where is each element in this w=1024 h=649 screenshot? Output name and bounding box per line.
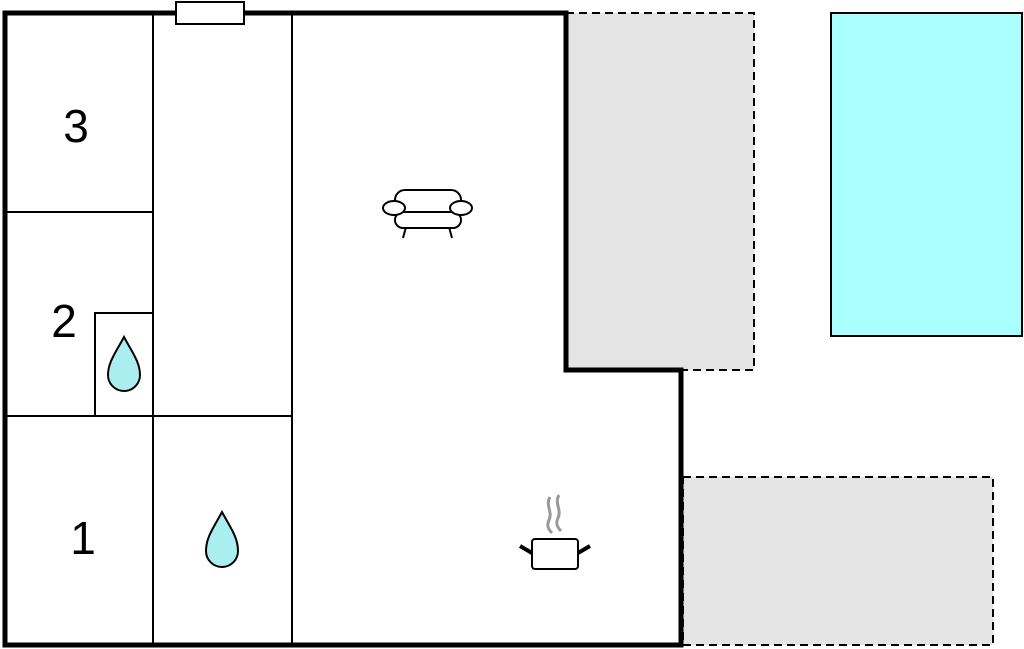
sofa-icon — [382, 189, 473, 239]
exterior-wall — [2, 10, 684, 648]
terrace-lower — [682, 476, 994, 646]
terrace-upper — [565, 12, 755, 371]
water-drop-icon — [106, 334, 142, 392]
room-label-2: 2 — [51, 295, 77, 347]
room-label-3: 3 — [63, 100, 89, 152]
cooking-pot-icon — [518, 494, 592, 570]
window — [175, 1, 245, 25]
house-floor — [5, 13, 681, 645]
water-drop-icon — [204, 509, 240, 568]
room-label-1: 1 — [70, 512, 96, 564]
swimming-pool — [830, 12, 1023, 337]
interior-walls — [5, 13, 293, 645]
